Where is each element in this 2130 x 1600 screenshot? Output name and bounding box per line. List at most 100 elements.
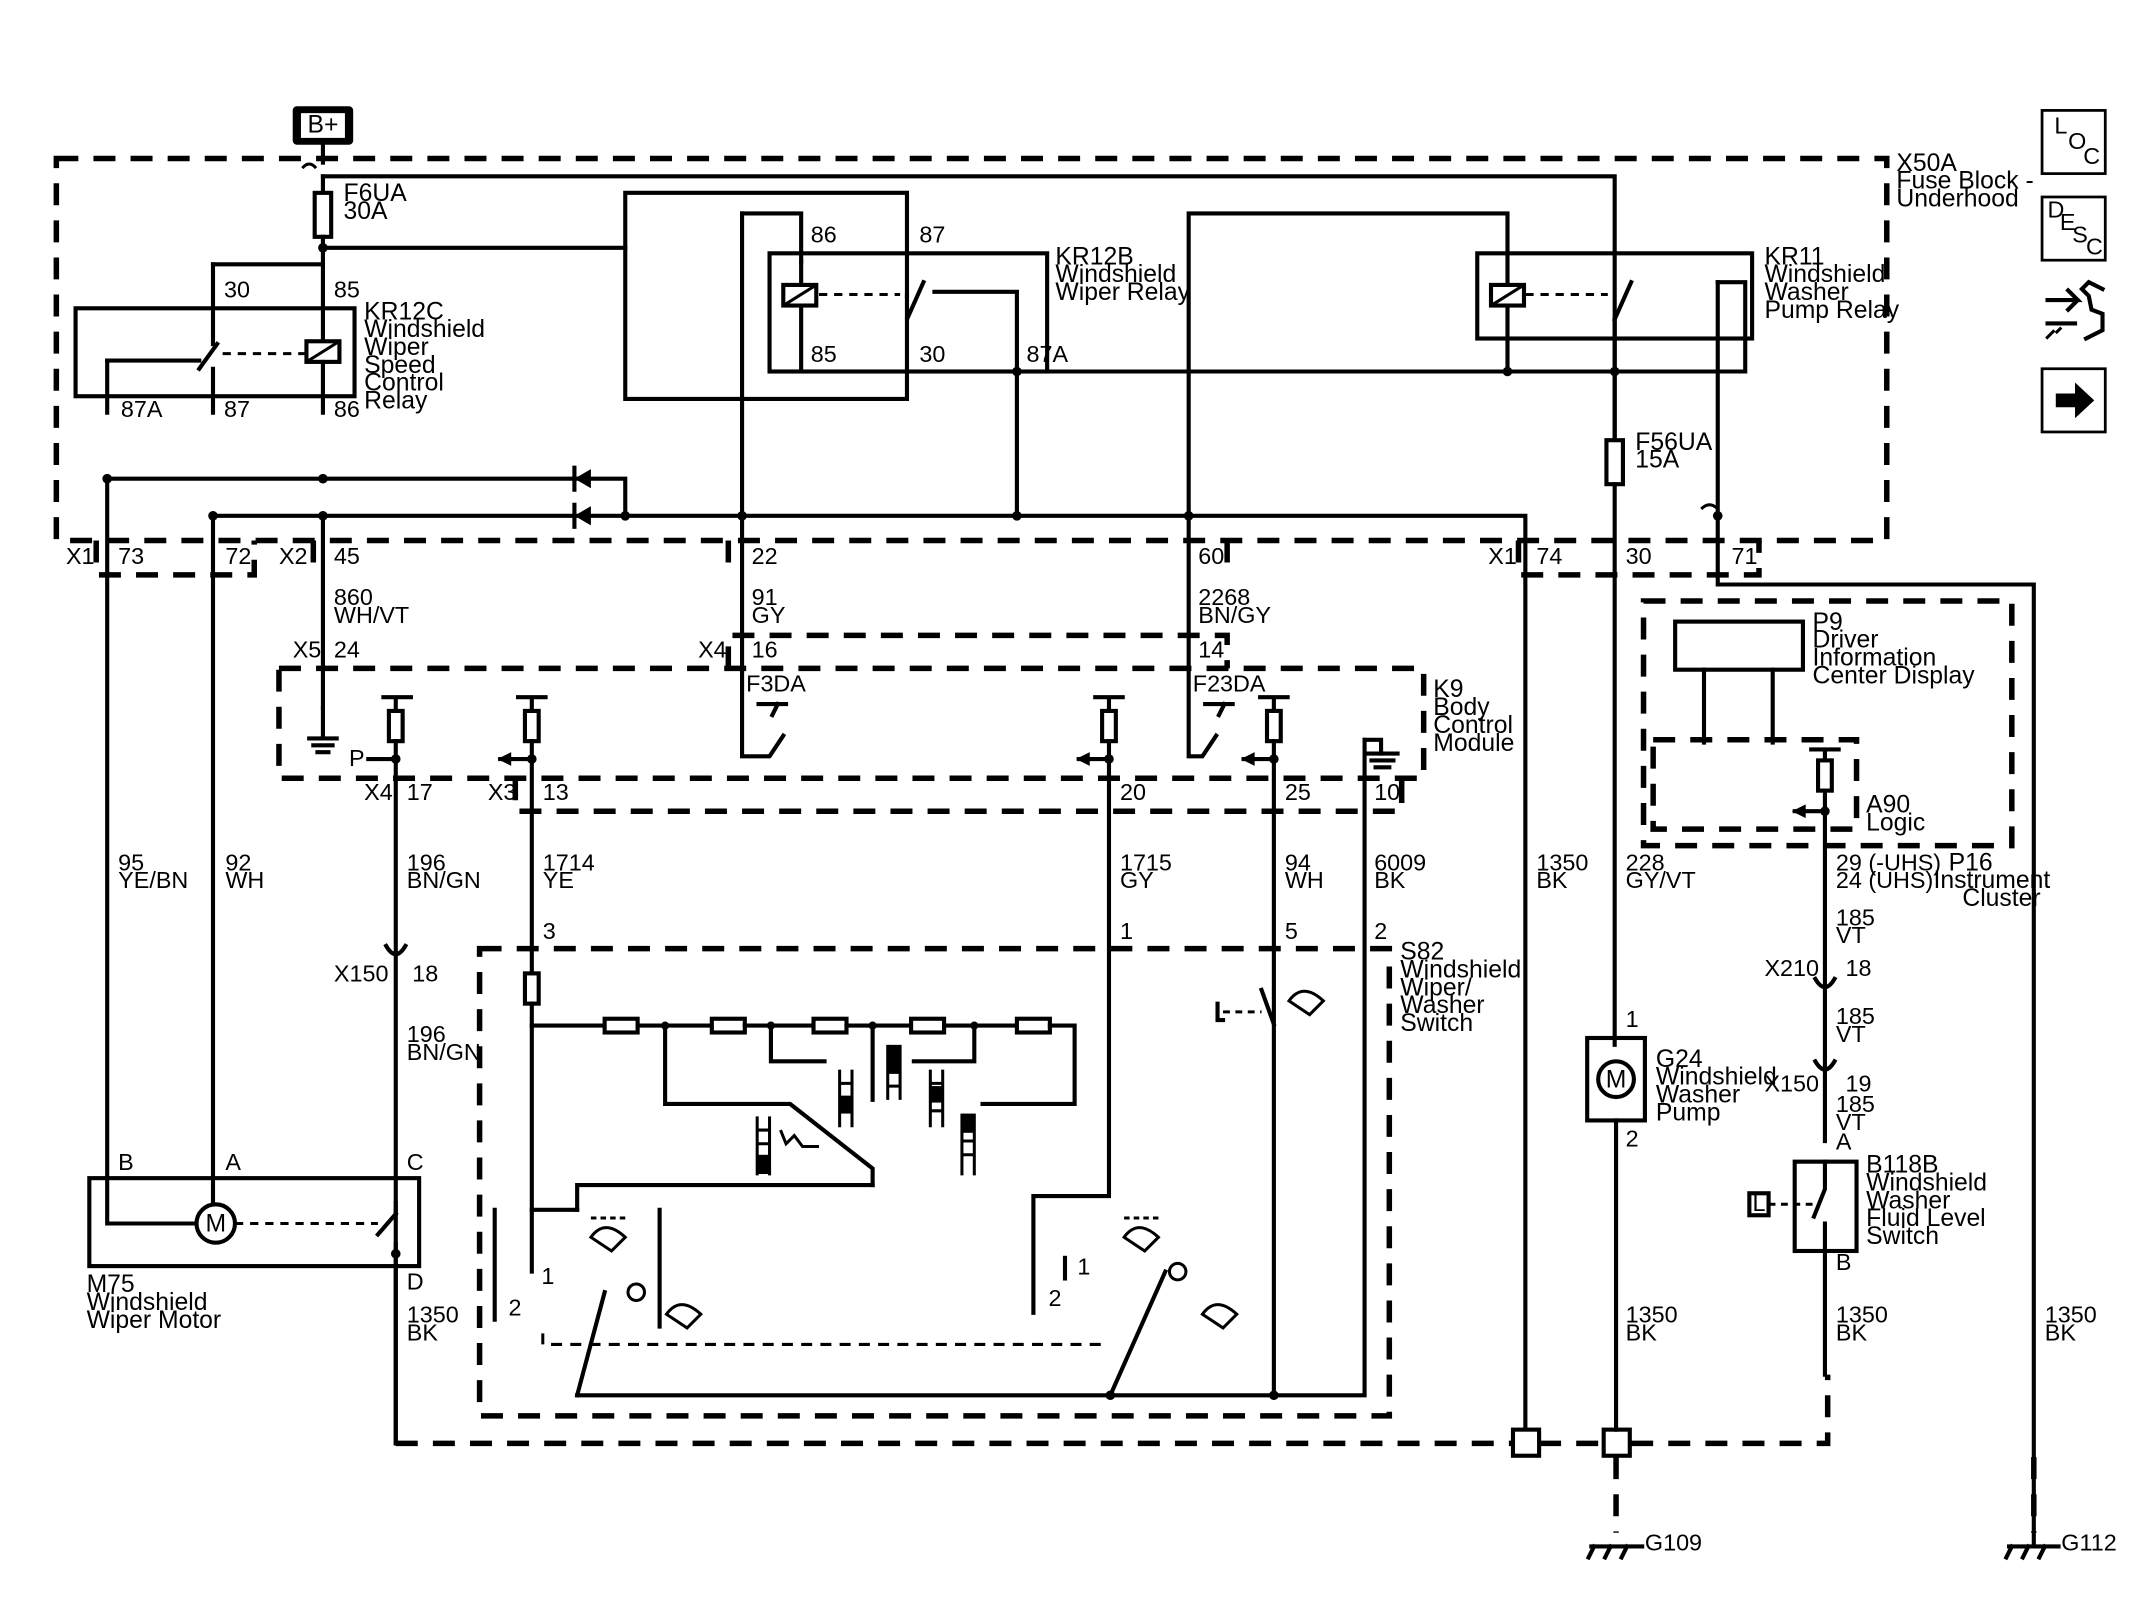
svg-text:Windshield: Windshield bbox=[364, 316, 485, 343]
fuse-block-connectors: X1 73 72 X2 45 22 60 X1 74 30 71 bbox=[66, 540, 1762, 578]
svg-text:BK: BK bbox=[1836, 1319, 1868, 1345]
svg-text:1350: 1350 bbox=[2045, 1301, 2097, 1327]
svg-text:30: 30 bbox=[224, 276, 250, 302]
svg-text:WH: WH bbox=[225, 867, 264, 893]
svg-text:D: D bbox=[2048, 197, 2065, 223]
svg-text:Windshield: Windshield bbox=[1656, 1064, 1777, 1091]
svg-text:30: 30 bbox=[919, 341, 945, 367]
resistor-ladder bbox=[602, 1016, 1077, 1188]
svg-text:X1: X1 bbox=[1488, 543, 1517, 569]
svg-text:YE/BN: YE/BN bbox=[118, 867, 188, 893]
svg-text:14: 14 bbox=[1198, 636, 1224, 662]
battery-positive-source: B+ bbox=[292, 106, 354, 145]
instrument-cluster-border bbox=[1640, 598, 2015, 849]
svg-text:85: 85 bbox=[334, 276, 360, 302]
svg-text:O: O bbox=[2068, 128, 2086, 154]
svg-text:Control: Control bbox=[1433, 712, 1513, 739]
svg-text:Body: Body bbox=[1433, 694, 1490, 721]
svg-text:L: L bbox=[2054, 113, 2067, 139]
svg-text:3: 3 bbox=[543, 918, 556, 944]
ground-g112: G112 bbox=[2003, 1530, 2117, 1561]
svg-text:1714: 1714 bbox=[543, 849, 595, 875]
connector-x150-left: X150 18 196 BN/GN bbox=[334, 943, 481, 1065]
svg-text:24 (UHS): 24 (UHS) bbox=[1836, 867, 1933, 893]
svg-text:Wiper/: Wiper/ bbox=[1400, 974, 1472, 1001]
svg-text:45: 45 bbox=[334, 543, 360, 569]
svg-text:25: 25 bbox=[1285, 779, 1311, 805]
svg-text:Instrument: Instrument bbox=[1933, 867, 2050, 894]
svg-text:C: C bbox=[2083, 143, 2100, 169]
loc-icon[interactable]: L O C bbox=[2040, 109, 2107, 175]
svg-text:BK: BK bbox=[2045, 1319, 2077, 1345]
svg-text:L: L bbox=[1752, 1190, 1765, 1216]
wiper-switch-labels: 3 1 5 2 S82 Windshield Wiper/ Washer Swi… bbox=[543, 918, 1521, 1037]
svg-text:95: 95 bbox=[118, 849, 144, 875]
svg-text:X150: X150 bbox=[334, 961, 389, 987]
svg-text:F3DA: F3DA bbox=[746, 671, 806, 697]
svg-text:A: A bbox=[1836, 1128, 1852, 1154]
svg-text:196: 196 bbox=[407, 849, 446, 875]
svg-text:10: 10 bbox=[1374, 779, 1400, 805]
desc-icon[interactable]: D E S C bbox=[2040, 195, 2107, 262]
svg-text:VT: VT bbox=[1836, 1109, 1866, 1135]
svg-text:GY: GY bbox=[752, 602, 786, 628]
fuse-f6ua: F6UA 30A bbox=[312, 180, 408, 239]
bcm-labels: X5 24 X4 16 14 F3DA F23DA K9 Body Contro… bbox=[293, 636, 1515, 771]
svg-text:Switch: Switch bbox=[1866, 1223, 1939, 1250]
svg-text:X50A: X50A bbox=[1896, 150, 1957, 177]
wiper-switch-left-section: 2 1 bbox=[492, 1182, 1107, 1398]
svg-text:M: M bbox=[1606, 1066, 1627, 1093]
svg-text:87A: 87A bbox=[1027, 341, 1069, 367]
svg-text:F56UA: F56UA bbox=[1635, 429, 1712, 456]
svg-text:BK: BK bbox=[1626, 1319, 1658, 1345]
connector-tool-icon[interactable] bbox=[2045, 279, 2106, 342]
instrument-cluster: P9 Driver Information Center Display A90… bbox=[1650, 609, 2050, 1144]
svg-text:X4: X4 bbox=[364, 779, 393, 805]
svg-text:A: A bbox=[225, 1149, 241, 1175]
svg-text:KR12B: KR12B bbox=[1055, 243, 1133, 270]
svg-text:KR11: KR11 bbox=[1764, 243, 1824, 270]
svg-text:Information: Information bbox=[1813, 645, 1937, 672]
svg-text:196: 196 bbox=[407, 1021, 446, 1047]
svg-text:G112: G112 bbox=[2061, 1530, 2116, 1556]
svg-text:18: 18 bbox=[412, 961, 438, 987]
svg-text:228: 228 bbox=[1626, 849, 1665, 875]
svg-text:BN/GY: BN/GY bbox=[1198, 602, 1271, 628]
ground-g109: G109 bbox=[1585, 1530, 1702, 1561]
svg-text:185: 185 bbox=[1836, 1091, 1875, 1117]
svg-text:185: 185 bbox=[1836, 1003, 1875, 1029]
svg-text:1350: 1350 bbox=[1626, 1301, 1678, 1327]
svg-text:73: 73 bbox=[118, 543, 144, 569]
svg-text:P: P bbox=[349, 745, 365, 771]
svg-text:Underhood: Underhood bbox=[1896, 186, 2018, 213]
svg-text:Windshield: Windshield bbox=[1055, 261, 1176, 288]
b-plus-label: B+ bbox=[307, 111, 338, 138]
wire-labels-mid: 95 YE/BN 92 WH 196 BN/GN 1714 YE 1715 GY… bbox=[118, 849, 1696, 893]
svg-text:17: 17 bbox=[407, 779, 433, 805]
svg-text:2: 2 bbox=[1626, 1126, 1639, 1152]
svg-text:GY/VT: GY/VT bbox=[1626, 867, 1696, 893]
svg-text:WH/VT: WH/VT bbox=[334, 602, 409, 628]
svg-text:BN/GN: BN/GN bbox=[407, 867, 481, 893]
svg-text:24: 24 bbox=[334, 636, 360, 662]
svg-text:Driver: Driver bbox=[1813, 627, 1879, 654]
splice-right bbox=[1601, 1427, 1632, 1458]
svg-text:71: 71 bbox=[1731, 543, 1757, 569]
svg-text:Washer: Washer bbox=[1866, 1187, 1950, 1214]
svg-text:VT: VT bbox=[1836, 1021, 1866, 1047]
svg-text:60: 60 bbox=[1198, 543, 1224, 569]
svg-text:X150: X150 bbox=[1764, 1071, 1819, 1097]
svg-text:185: 185 bbox=[1836, 904, 1875, 930]
svg-text:F6UA: F6UA bbox=[344, 180, 408, 207]
fluid-level-switch: L B B118B Windshield Washer Fluid Level … bbox=[1747, 1152, 1987, 1377]
svg-text:K9: K9 bbox=[1433, 676, 1463, 703]
svg-text:Washer: Washer bbox=[1764, 279, 1848, 306]
svg-text:86: 86 bbox=[334, 396, 360, 422]
svg-text:P16: P16 bbox=[1949, 849, 1993, 876]
svg-text:Fuse Block -: Fuse Block - bbox=[1896, 168, 2033, 195]
next-arrow-icon[interactable] bbox=[2040, 367, 2107, 434]
svg-text:Pump: Pump bbox=[1656, 1099, 1721, 1126]
svg-text:YE: YE bbox=[543, 867, 574, 893]
